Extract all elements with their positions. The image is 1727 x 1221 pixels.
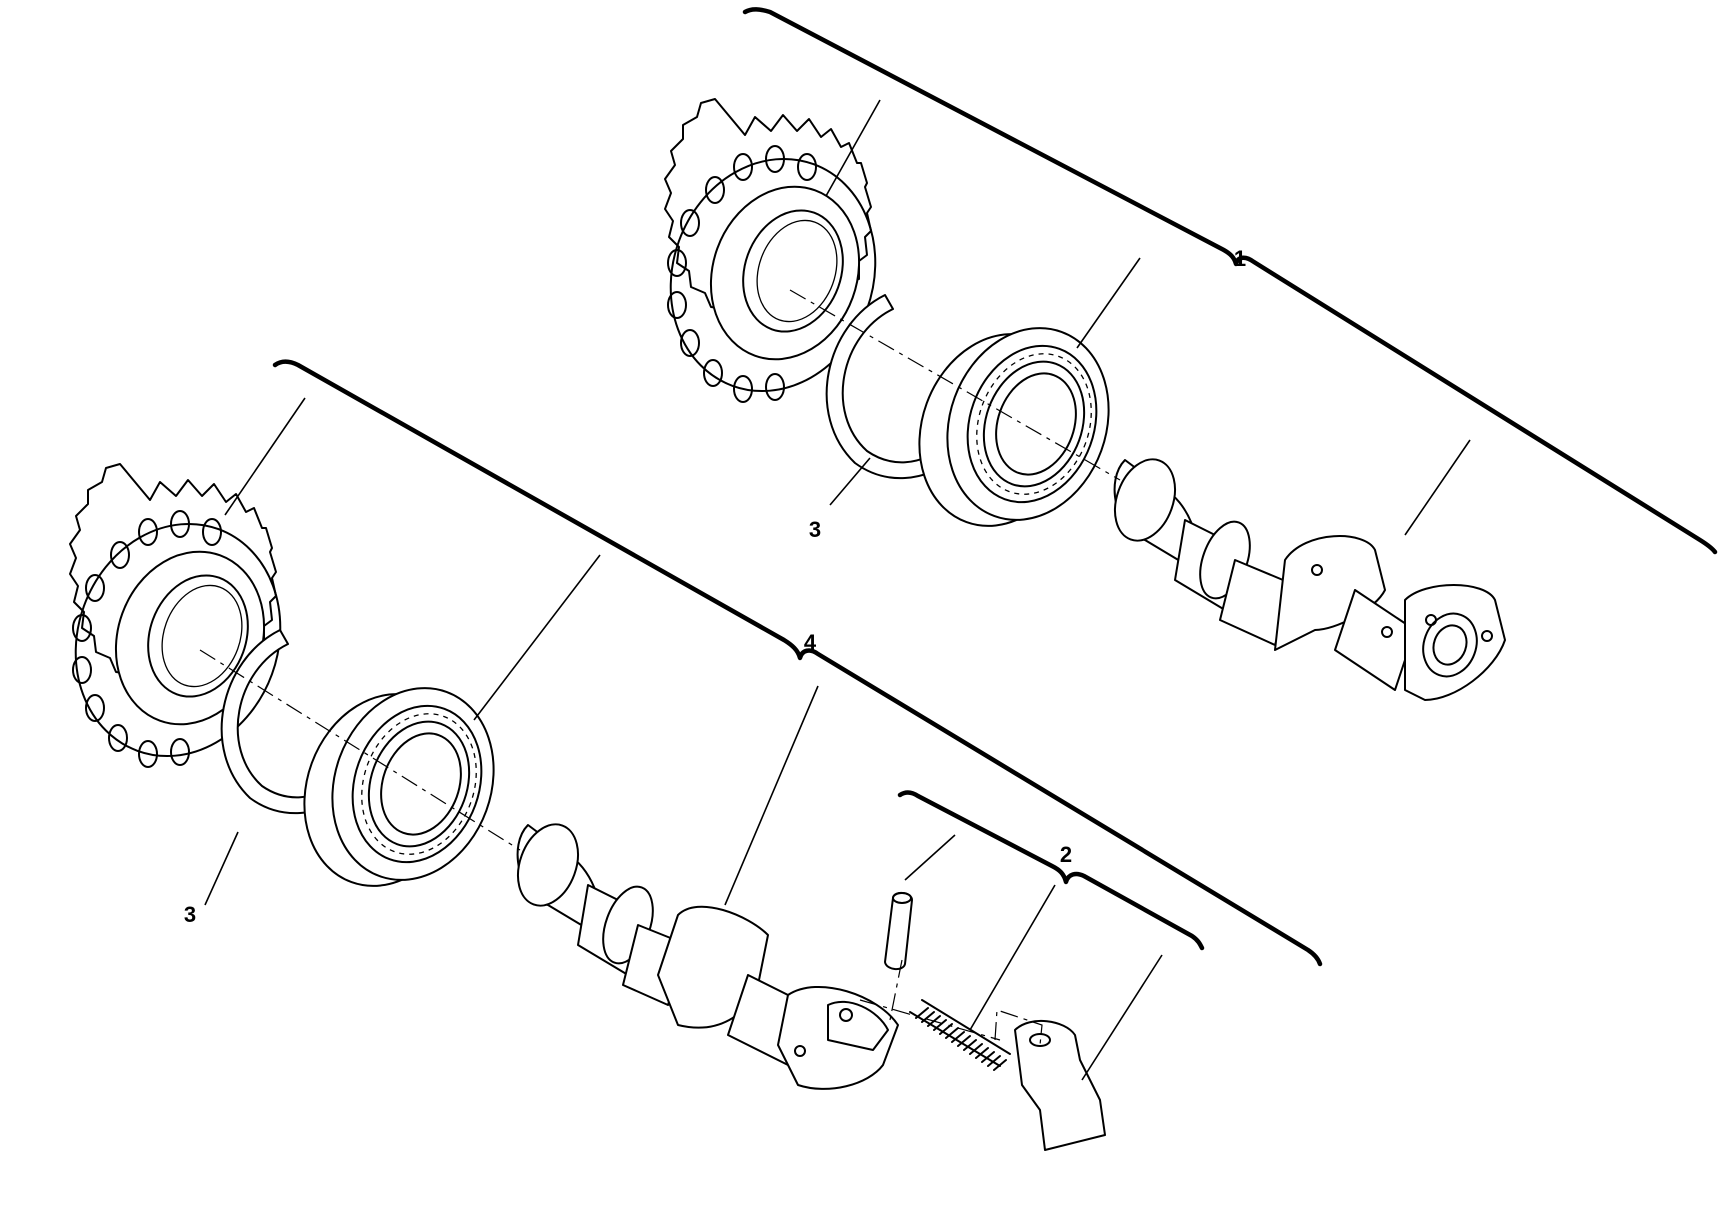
bracket-assembly-1: [742, 7, 1718, 555]
spring: [909, 999, 1011, 1071]
pawl: [1014, 1019, 1106, 1151]
callout-label-4: 4: [804, 630, 817, 655]
bracket-assembly-2: [897, 790, 1205, 951]
callout-label-2: 2: [1060, 842, 1072, 867]
callout-label-1: 1: [1234, 246, 1246, 271]
callout-label-3-lower: 3: [184, 902, 196, 927]
pin: [884, 892, 913, 970]
bracket-assembly-4: [272, 359, 1323, 967]
callout-label-3-upper: 3: [809, 517, 821, 542]
